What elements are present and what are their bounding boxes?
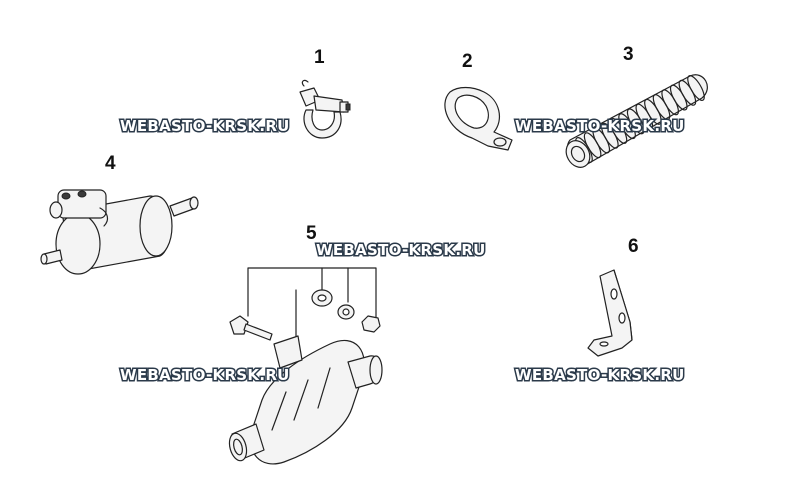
callout-4: 4: [105, 153, 116, 174]
part-6-bracket: 6: [587, 236, 639, 357]
callout-6: 6: [628, 236, 639, 257]
part-2-p-clip: 2: [444, 51, 513, 151]
callout-3: 3: [623, 44, 634, 65]
watermark-bottom-right: WEBASTO-KRSK.RU: [515, 366, 685, 384]
part-1-clamp: 1: [299, 47, 351, 139]
part-4-fuel-pump: 4: [40, 153, 199, 275]
part-3-corrugated-hose: 3: [565, 44, 708, 168]
watermark-top-right: WEBASTO-KRSK.RU: [515, 117, 685, 135]
part-5-silencer-kit: 5: [228, 223, 383, 465]
hose-rib: [687, 75, 705, 101]
watermark-top-left: WEBASTO-KRSK.RU: [120, 117, 290, 135]
watermark-bottom-left: WEBASTO-KRSK.RU: [120, 366, 290, 384]
callout-5: 5: [306, 223, 317, 244]
callout-1: 1: [314, 47, 325, 68]
callout-2: 2: [462, 51, 473, 72]
watermarks: WEBASTO-KRSK.RU WEBASTO-KRSK.RU WEBASTO-…: [119, 116, 686, 386]
watermark-center: WEBASTO-KRSK.RU: [316, 241, 486, 259]
